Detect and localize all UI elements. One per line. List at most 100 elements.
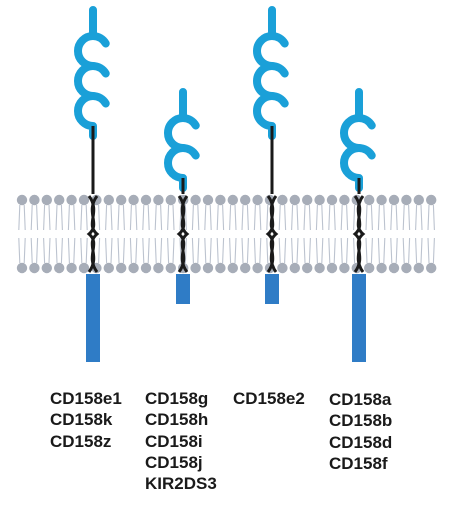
lipid-head [54, 194, 65, 206]
lipid-head [78, 262, 90, 274]
lipid-head [103, 262, 115, 274]
ig-domain [340, 88, 363, 192]
lipid-head [240, 262, 251, 274]
receptor-label: CD158g [145, 389, 209, 408]
lipid-head [190, 194, 201, 206]
receptor-labels-4: CD158a CD158b CD158d CD158f [329, 389, 392, 474]
lipid-head [202, 194, 214, 206]
lipid-head [314, 262, 325, 274]
lipid-head [376, 194, 387, 206]
receptor-labels-1: CD158e1 CD158k CD158z [50, 388, 122, 452]
ig-domain-hook [268, 62, 289, 78]
lipid-head [78, 194, 90, 206]
ig-domain-hook [89, 62, 110, 78]
ig-domain-hook [268, 32, 289, 48]
lipid-head [364, 194, 375, 206]
receptor-labels-2: CD158g CD158h CD158i CD158j KIR2DS3 [145, 388, 217, 494]
receptor-label: CD158z [50, 431, 112, 451]
receptor-group [74, 6, 376, 362]
lipid-head [339, 262, 350, 274]
lipid-head [16, 194, 28, 206]
receptor-label: CD158d [329, 432, 393, 452]
lipid-head [227, 262, 238, 274]
lipid-head [401, 262, 412, 274]
lipid-head [16, 262, 28, 274]
long-cytoplasmic-tail [86, 274, 100, 362]
lipid-head [165, 262, 176, 274]
lipid-head [388, 194, 400, 206]
receptor-label: CD158e1 [50, 389, 122, 408]
lipid-head [153, 194, 164, 206]
lipid-head [413, 262, 424, 274]
lipid-head [302, 262, 313, 274]
lipid-head [41, 262, 52, 274]
lipid-head [376, 262, 387, 274]
lipid-head [277, 262, 288, 274]
receptor-label: CD158i [145, 431, 203, 451]
lipid-head [364, 262, 375, 274]
lipid-head [116, 262, 127, 274]
lipid-head [215, 262, 226, 274]
lipid-head [289, 194, 300, 206]
receptor-kir-2d-long-tail-b [340, 88, 376, 362]
lipid-head [202, 262, 214, 274]
lipid-head [240, 194, 251, 206]
lipid-head [41, 194, 52, 206]
receptor-label: KIR2DS3 [145, 474, 217, 494]
long-cytoplasmic-tail [352, 274, 366, 362]
receptor-label: CD158h [145, 410, 209, 430]
lipid-head [190, 262, 201, 274]
cell-membrane [16, 194, 437, 274]
lipid-head [302, 194, 313, 206]
lipid-head [66, 194, 77, 206]
receptor-kir-2d-long-tail [74, 6, 110, 362]
lipid-head [289, 262, 300, 274]
short-cytoplasmic-tail [176, 274, 190, 304]
lipid-head [326, 194, 338, 206]
receptor-label: CD158e2 [233, 389, 305, 408]
receptor-label: CD158f [329, 453, 388, 473]
ig-domain-hook [89, 32, 110, 48]
ig-domain-hook [355, 114, 376, 130]
ig-domain [164, 88, 187, 192]
ig-domain-hook [355, 144, 376, 160]
lipid-head [29, 262, 40, 274]
lipid-head [165, 194, 176, 206]
lipid-head [426, 262, 437, 274]
lipid-head [128, 194, 139, 206]
lipid-head [401, 194, 412, 206]
receptor-kir-2d-short-tail [164, 88, 200, 304]
transmembrane-helix [352, 195, 365, 273]
receptor-label: CD158k [50, 410, 113, 430]
lipid-head [215, 194, 226, 206]
receptor-label: CD158a [329, 390, 392, 409]
lipid-head [388, 262, 400, 274]
lipid-head [54, 262, 65, 274]
lipid-head [326, 262, 338, 274]
transmembrane-helix [86, 195, 99, 273]
receptor-label: CD158b [329, 411, 393, 431]
ig-domain-hook [268, 92, 289, 108]
lipid-head [227, 194, 238, 206]
lipid-head [339, 194, 350, 206]
ig-domain-hook [179, 144, 200, 160]
lipid-head [153, 262, 164, 274]
lipid-head [140, 194, 152, 206]
lipid-tails [18, 204, 435, 264]
ig-domain [253, 6, 276, 140]
lipid-head [66, 262, 77, 274]
lipid-head [252, 262, 263, 274]
receptor-label: CD158j [145, 452, 203, 472]
ig-domain-hook [89, 92, 110, 108]
ig-domain [74, 6, 97, 140]
lipid-head [252, 194, 263, 206]
lipid-head [128, 262, 139, 274]
transmembrane-helix [176, 195, 189, 273]
lipid-head [140, 262, 152, 274]
receptor-kir-3d-short-tail [253, 6, 289, 304]
lipid-head [277, 194, 288, 206]
lipid-head [413, 194, 424, 206]
lipid-head [426, 194, 437, 206]
lipid-head [314, 194, 325, 206]
